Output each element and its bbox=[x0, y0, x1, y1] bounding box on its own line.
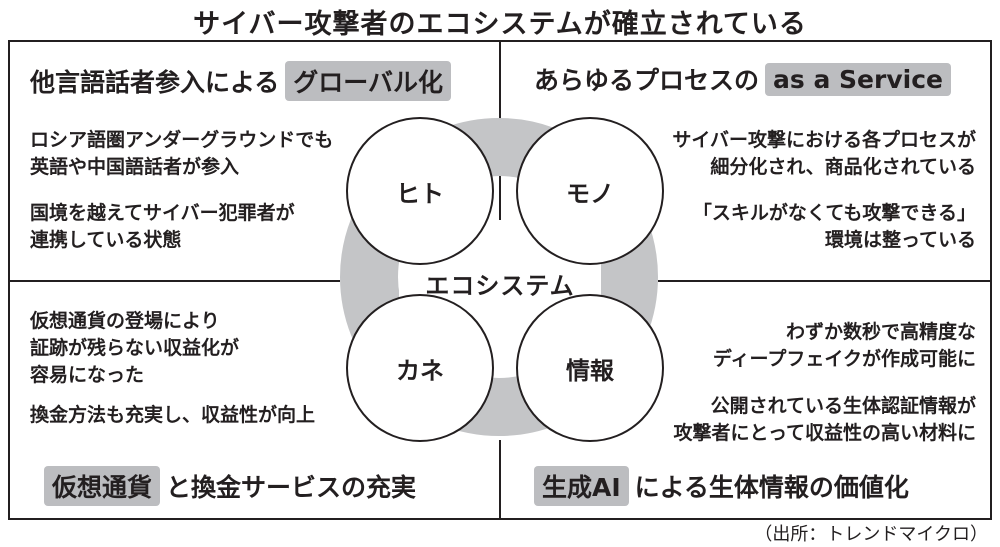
note-line: 細分化され、商品化されている bbox=[710, 156, 976, 178]
note-commoditized-process: サイバー攻撃における各プロセスが 細分化され、商品化されている bbox=[672, 127, 976, 181]
note-line: ディープフェイクが作成可能に bbox=[712, 348, 976, 370]
source-credit: （出所：トレンドマイクロ） bbox=[754, 524, 988, 545]
note-line: 容易になった bbox=[30, 364, 145, 386]
note-line: 「スキルがなくても攻撃できる」 bbox=[692, 202, 976, 224]
heading-tag: グローバル化 bbox=[285, 61, 452, 101]
note-cross-border: 国境を越えてサイバー犯罪者が 連携している状態 bbox=[30, 200, 295, 254]
heading-text: による生体情報の価値化 bbox=[634, 473, 909, 502]
vertical-divider-bottom bbox=[499, 440, 501, 520]
note-deepfake: わずか数秒で高精度な ディープフェイクが作成可能に bbox=[713, 319, 976, 373]
note-line: サイバー攻撃における各プロセスが bbox=[672, 129, 976, 151]
heading-as-a-service: あらゆるプロセスの as a Service bbox=[534, 61, 957, 97]
heading-tag: as a Service bbox=[765, 62, 951, 96]
heading-tag: 仮想通貨 bbox=[44, 466, 161, 506]
note-cashout-methods: 換金方法も充実し、収益性が向上 bbox=[30, 402, 315, 429]
heading-globalization: 他言語話者参入による グローバル化 bbox=[30, 61, 457, 101]
heading-text: あらゆるプロセスの bbox=[534, 66, 760, 95]
node-money: カネ bbox=[346, 294, 494, 442]
diagram-title: サイバー攻撃者のエコシステムが確立されている bbox=[193, 9, 807, 40]
heading-tag: 生成AI bbox=[534, 466, 629, 506]
note-line: 証跡が残らない収益化が bbox=[30, 337, 240, 359]
note-line: 換金方法も充実し、収益性が向上 bbox=[30, 404, 316, 426]
node-things: モノ bbox=[516, 117, 664, 265]
note-crypto-untraceable: 仮想通貨の登場により 証跡が残らない収益化が 容易になった bbox=[30, 308, 239, 389]
note-line: 攻撃者にとって収益性の高い材料に bbox=[673, 422, 976, 444]
node-information: 情報 bbox=[516, 294, 664, 442]
heading-text: と換金サービスの充実 bbox=[166, 473, 417, 502]
note-biometric-data: 公開されている生体認証情報が 攻撃者にとって収益性の高い材料に bbox=[674, 393, 976, 447]
heading-text: 他言語話者参入による bbox=[30, 68, 280, 97]
note-line: 国境を越えてサイバー犯罪者が bbox=[30, 202, 295, 224]
heading-crypto: 仮想通貨 と換金サービスの充実 bbox=[44, 466, 416, 506]
heading-generative-ai: 生成AI による生体情報の価値化 bbox=[534, 466, 909, 506]
note-line: 公開されている生体認証情報が bbox=[710, 395, 976, 417]
horizontal-divider-left bbox=[8, 280, 340, 282]
note-russian-underground: ロシア語圏アンダーグラウンドでも 英語や中国語話者が参入 bbox=[30, 127, 333, 181]
note-line: 環境は整っている bbox=[824, 229, 976, 251]
note-line: 連携している状態 bbox=[30, 229, 182, 251]
note-line: ロシア語圏アンダーグラウンドでも bbox=[30, 129, 334, 151]
note-line: 英語や中国語話者が参入 bbox=[30, 156, 240, 178]
horizontal-divider-right bbox=[658, 280, 992, 282]
note-no-skill-needed: 「スキルがなくても攻撃できる」 環境は整っている bbox=[693, 200, 976, 254]
note-line: 仮想通貨の登場により bbox=[30, 310, 220, 332]
node-people: ヒト bbox=[346, 117, 494, 265]
note-line: わずか数秒で高精度な bbox=[785, 321, 976, 343]
